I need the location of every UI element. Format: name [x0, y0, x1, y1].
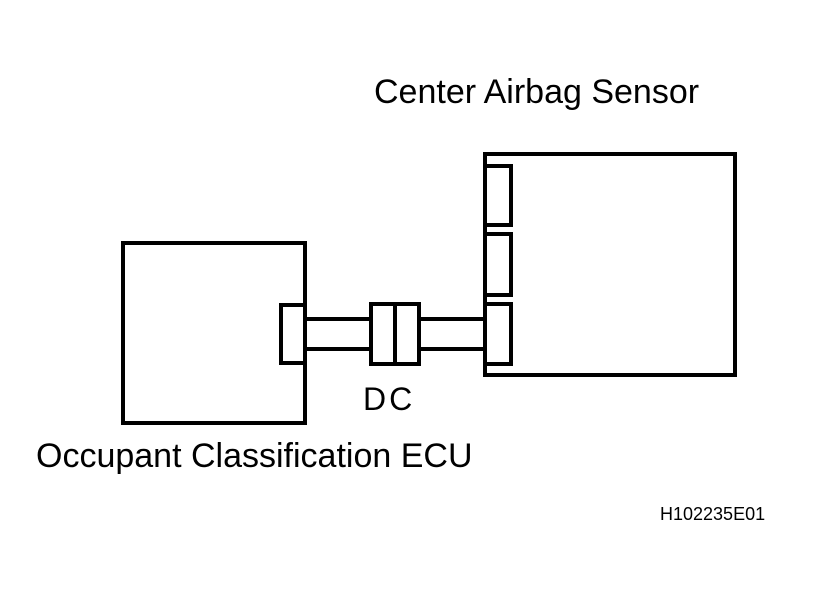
dc-connector-left-half — [369, 302, 397, 366]
sensor-connector-slot-2 — [483, 232, 513, 297]
sensor-connector-slot-1 — [483, 164, 513, 227]
dc-connector-label: DC — [363, 381, 415, 417]
center-airbag-sensor-label: Center Airbag Sensor — [374, 73, 699, 111]
occupant-classification-ecu-label: Occupant Classification ECU — [36, 437, 473, 475]
wire-harness-left — [303, 317, 375, 351]
dc-connector-right-half — [393, 302, 421, 366]
wire-harness-right — [416, 317, 487, 351]
center-airbag-sensor-box — [483, 152, 737, 377]
occupant-classification-ecu-box — [121, 241, 307, 425]
ecu-connector — [279, 303, 307, 365]
figure-code: H102235E01 — [660, 504, 765, 524]
sensor-connector-slot-3 — [483, 302, 513, 366]
